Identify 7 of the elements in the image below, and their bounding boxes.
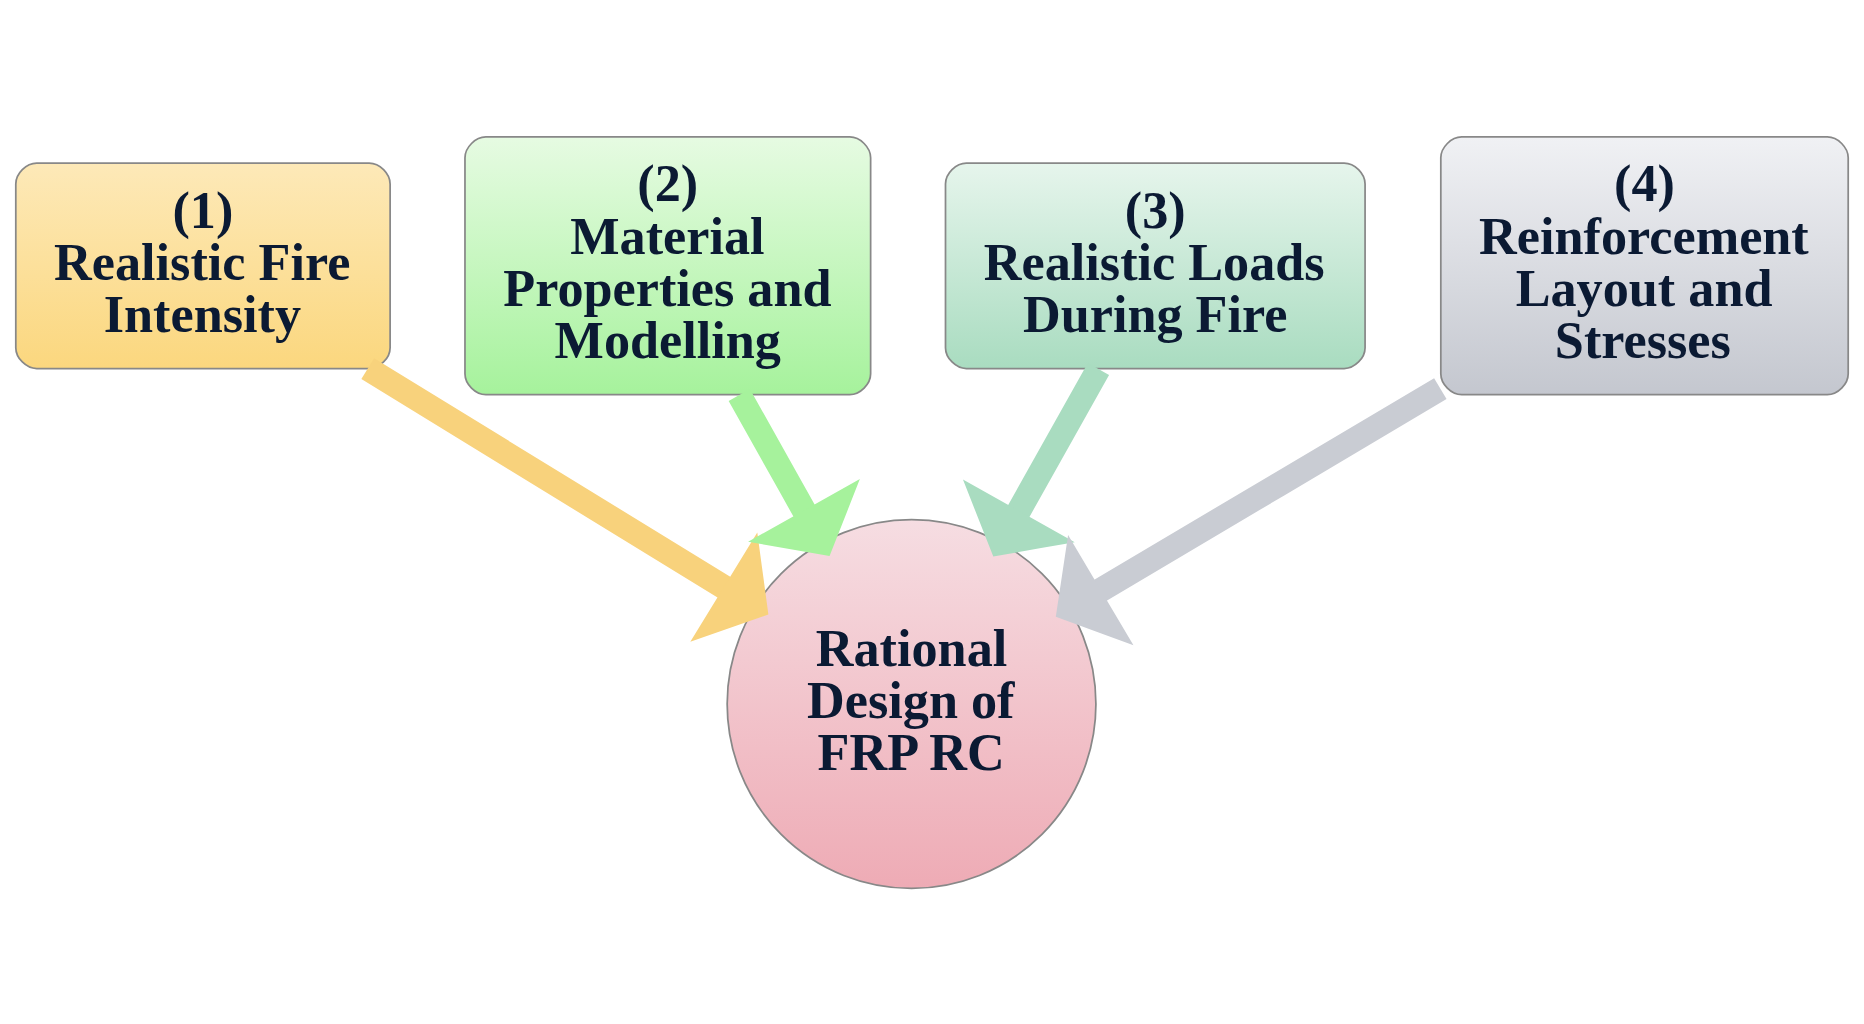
node-box: (3) Realistic Loads During Fire <box>944 161 1366 369</box>
arrow <box>1055 377 1447 645</box>
node-box: (1) Realistic Fire Intensity <box>14 161 391 369</box>
arrow <box>361 357 769 642</box>
node-box: (4) Reinforcement Layout and Stresses <box>1439 135 1850 395</box>
node-circle: Rational Design of FRP RC <box>726 518 1097 889</box>
node-box: (2) Material Properties and Modelling <box>464 135 872 395</box>
